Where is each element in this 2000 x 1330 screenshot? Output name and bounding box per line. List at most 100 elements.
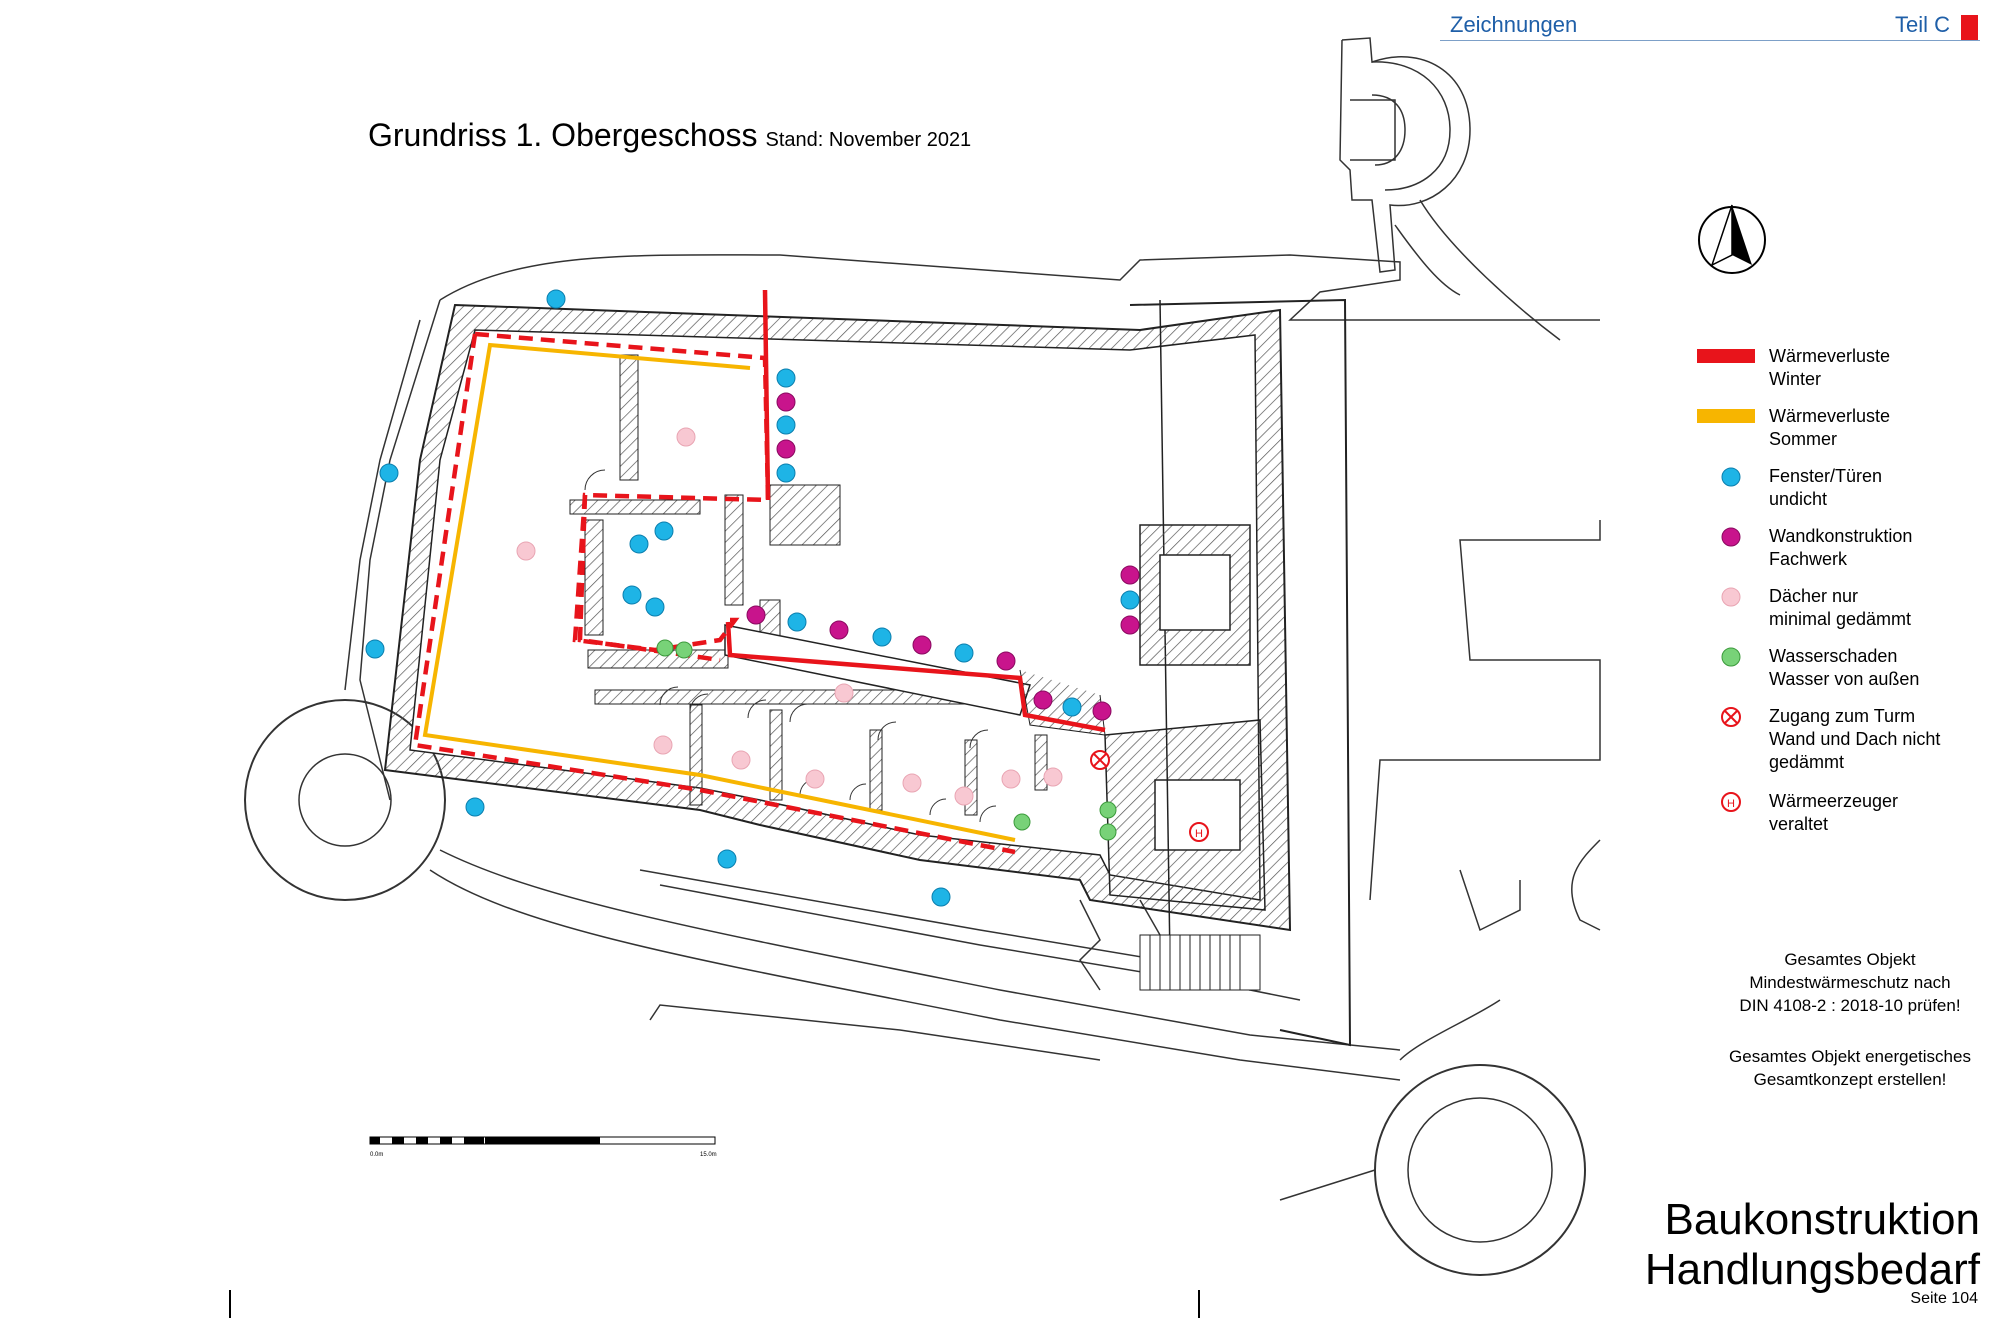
magenta-dot-icon	[1721, 527, 1741, 547]
window-marker	[365, 639, 385, 659]
green-dot-icon	[1721, 647, 1741, 667]
cross-icon	[1721, 707, 1741, 727]
scale-bar: 0.0m 15.0m	[369, 1136, 717, 1158]
note-min-heat-protection: Gesamtes Objekt Mindestwärmeschutz nach …	[1739, 950, 1961, 1015]
legend-item-framework: Wandkonstruktion Fachwerk	[1695, 525, 1995, 575]
window-marker	[629, 534, 649, 554]
svg-text:H: H	[1727, 798, 1735, 810]
legend-item-water: Wasserschaden Wasser von außen	[1695, 645, 1995, 695]
main-building-walls	[383, 298, 1352, 1047]
marker-group-water	[656, 639, 1117, 841]
framework-marker	[829, 620, 849, 640]
water-marker	[1099, 801, 1117, 819]
roof-marker	[1043, 767, 1063, 787]
legend-item-roofs: Dächer nur minimal gedämmt	[1695, 585, 1995, 635]
crop-tick-right	[1198, 1290, 1200, 1318]
window-marker	[776, 368, 796, 388]
framework-marker	[1120, 565, 1140, 585]
water-marker	[656, 639, 674, 657]
roof-marker	[676, 427, 696, 447]
water-marker	[1099, 823, 1117, 841]
legend-label: Fenster/Türen undicht	[1769, 466, 1883, 509]
roof-marker	[653, 735, 673, 755]
se-tower	[1279, 1064, 1586, 1276]
window-marker	[787, 612, 807, 632]
water-marker	[1013, 813, 1031, 831]
window-marker	[954, 643, 974, 663]
legend-item-winter: Wärmeverluste Winter	[1695, 345, 1995, 395]
legend-label: Wasserschaden Wasser von außen	[1769, 646, 1920, 689]
window-marker	[1062, 697, 1082, 717]
red-line-icon	[1697, 349, 1755, 363]
part-label: Teil C	[1895, 12, 1951, 37]
section-label: Zeichnungen	[1450, 12, 1578, 37]
legend-label: Wandkonstruktion Fachwerk	[1769, 526, 1913, 569]
window-marker	[872, 627, 892, 647]
legend-item-tower-access: Zugang zum Turm Wand und Dach nicht gedä…	[1695, 705, 1995, 775]
north-arrow-icon	[1698, 204, 1766, 274]
door-swings	[584, 469, 997, 823]
window-marker	[1120, 590, 1140, 610]
legend-item-windows: Fenster/Türen undicht	[1695, 465, 1995, 515]
framework-marker	[996, 651, 1016, 671]
page-number: Seite 104	[1910, 1290, 1978, 1307]
ne-tower	[1339, 37, 1471, 273]
framework-marker	[1120, 615, 1140, 635]
page-title: Grundriss 1. Obergeschoss Stand: November…	[368, 117, 971, 154]
winter-loss-outline	[412, 289, 1106, 855]
pink-dot-icon	[1721, 587, 1741, 607]
window-marker	[654, 521, 674, 541]
window-marker	[645, 597, 665, 617]
framework-marker	[776, 392, 796, 412]
title-stand: Stand: November 2021	[765, 129, 972, 151]
crop-tick-left	[229, 1290, 231, 1318]
legend-label: Wärmeverluste Winter	[1769, 346, 1891, 389]
legend-label: Dächer nur minimal gedämmt	[1769, 586, 1912, 629]
marker-group-windows	[365, 289, 1140, 907]
part-marker	[1961, 15, 1978, 40]
marker-group-roofs	[516, 427, 1063, 806]
title-main: Grundriss 1. Obergeschoss	[368, 117, 758, 153]
header-divider	[1440, 40, 1980, 41]
window-marker	[776, 463, 796, 483]
framework-marker	[1033, 690, 1053, 710]
summer-loss-outline	[422, 342, 1016, 842]
roof-marker	[731, 750, 751, 770]
tower-access-cross-icon	[1090, 750, 1110, 770]
legend-label: Zugang zum Turm Wand und Dach nicht gedä…	[1769, 706, 1941, 772]
window-marker	[931, 887, 951, 907]
roof-marker	[516, 541, 536, 561]
framework-marker	[912, 635, 932, 655]
window-marker	[465, 797, 485, 817]
marker-group-framework	[746, 392, 1140, 721]
svg-text:H: H	[1195, 828, 1203, 840]
window-marker	[546, 289, 566, 309]
framework-marker	[1092, 701, 1112, 721]
roof-marker	[1001, 769, 1021, 789]
yellow-line-icon	[1697, 409, 1755, 423]
roof-marker	[805, 769, 825, 789]
blue-dot-icon	[1721, 467, 1741, 487]
window-marker	[717, 849, 737, 869]
h-icon: H	[1721, 792, 1741, 812]
framework-marker	[776, 439, 796, 459]
note-energy-concept: Gesamtes Objekt energetisches Gesamtkonz…	[1729, 1047, 1971, 1089]
legend-item-summer: Wärmeverluste Sommer	[1695, 405, 1995, 455]
legend-item-heater: H Wärmeerzeuger veraltet	[1695, 790, 1995, 840]
roof-marker	[954, 786, 974, 806]
scale-end: 15.0m	[700, 1152, 717, 1158]
roof-marker	[834, 683, 854, 703]
water-marker	[675, 641, 693, 659]
heater-h-icon: H	[1189, 822, 1209, 842]
footer-heading: Baukonstruktion Handlungsbedarf	[1644, 1195, 1980, 1294]
window-marker	[379, 463, 399, 483]
framework-marker	[746, 605, 766, 625]
sw-tower	[244, 699, 446, 901]
legend-label: Wärmeverluste Sommer	[1769, 406, 1891, 449]
window-marker	[622, 585, 642, 605]
roof-marker	[902, 773, 922, 793]
window-marker	[776, 415, 796, 435]
legend-label: Wärmeerzeuger veraltet	[1769, 791, 1899, 834]
scale-start: 0.0m	[370, 1152, 383, 1158]
